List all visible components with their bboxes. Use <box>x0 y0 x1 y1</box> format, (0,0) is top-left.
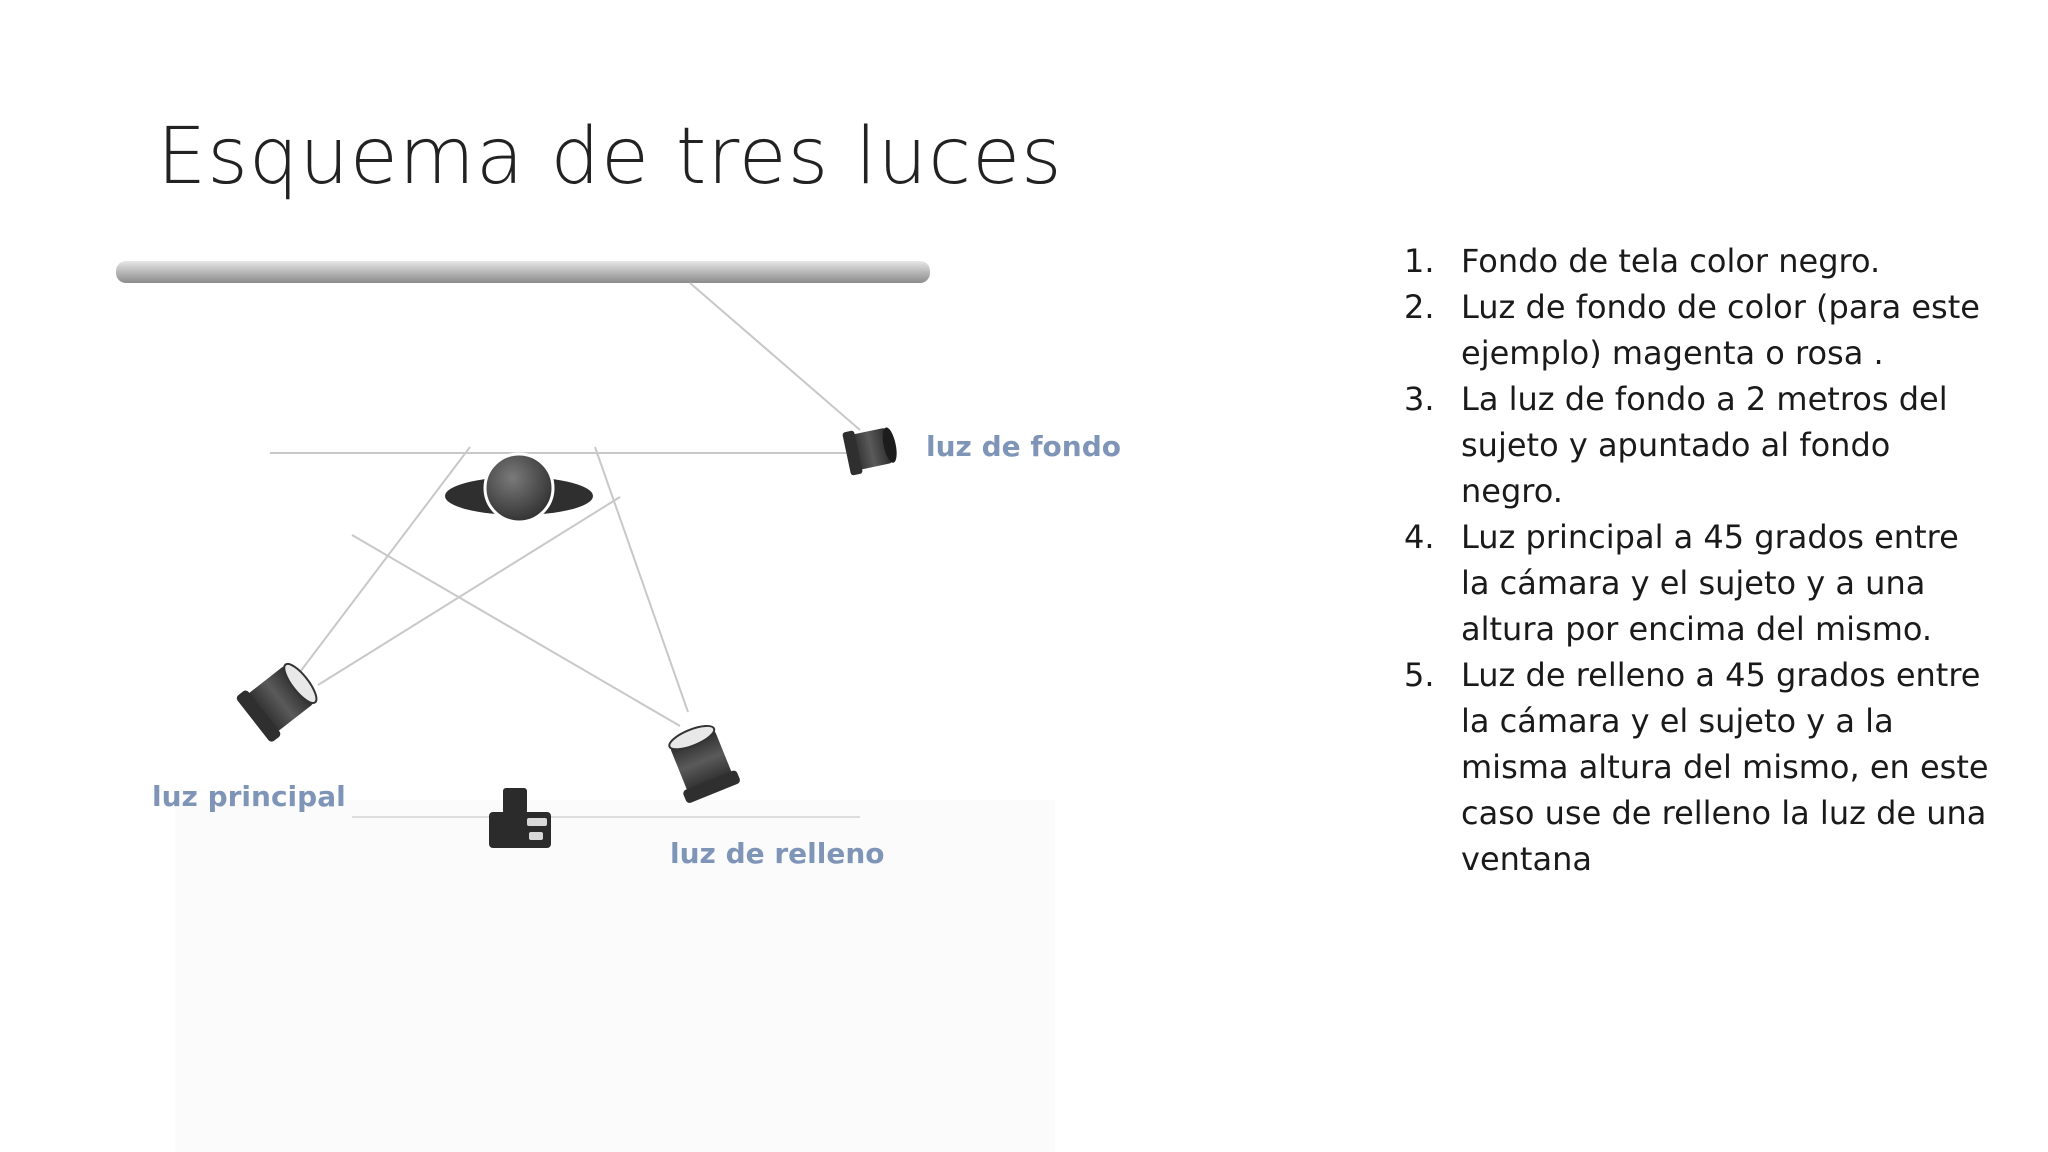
notes-list: 1. Fondo de tela color negro. 2. Luz de … <box>1395 238 1995 882</box>
list-item: 2. Luz de fondo de color (para este ejem… <box>1395 284 1995 376</box>
list-item-number: 3. <box>1404 380 1435 418</box>
list-item-text: La luz de fondo a 2 metros del sujeto y … <box>1461 380 1948 510</box>
background-light-icon <box>842 427 897 476</box>
list-item: 1. Fondo de tela color negro. <box>1395 238 1995 284</box>
slide-title: Esquema de tres luces <box>157 112 1063 202</box>
key-light-label: luz principal <box>152 780 346 813</box>
beam-fill-outer <box>594 446 689 713</box>
beam-key-outer <box>299 446 471 673</box>
list-item-number: 2. <box>1404 288 1435 326</box>
list-item: 5. Luz de relleno a 45 grados entre la c… <box>1395 652 1995 882</box>
list-item: 4. Luz principal a 45 grados entre la cá… <box>1395 514 1995 652</box>
fill-light-icon <box>668 724 740 803</box>
backdrop-bar <box>116 261 930 283</box>
light-beams <box>270 282 861 727</box>
list-item-text: Fondo de tela color negro. <box>1461 242 1881 280</box>
subject-head-icon <box>445 452 593 524</box>
beam-key-inner <box>317 496 621 686</box>
floor-shade <box>175 800 1055 1152</box>
background-light-label: luz de fondo <box>926 430 1121 463</box>
key-light-icon <box>236 662 318 742</box>
list-item-number: 1. <box>1404 242 1435 280</box>
list-item-number: 4. <box>1404 518 1435 556</box>
camera-icon <box>489 788 551 848</box>
list-item-text: Luz de relleno a 45 grados entre la cáma… <box>1461 656 1989 878</box>
beam-fill-inner <box>351 534 681 727</box>
fill-light-label: luz de relleno <box>670 837 885 870</box>
lighting-diagram-svg <box>116 261 1055 1152</box>
beam-background <box>689 282 861 431</box>
lighting-diagram: luz de fondo luz principal luz de rellen… <box>116 261 1121 1152</box>
list-item-text: Luz de fondo de color (para este ejemplo… <box>1461 288 1980 372</box>
list-item-text: Luz principal a 45 grados entre la cámar… <box>1461 518 1959 648</box>
list-item-number: 5. <box>1404 656 1435 694</box>
list-item: 3. La luz de fondo a 2 metros del sujeto… <box>1395 376 1995 514</box>
